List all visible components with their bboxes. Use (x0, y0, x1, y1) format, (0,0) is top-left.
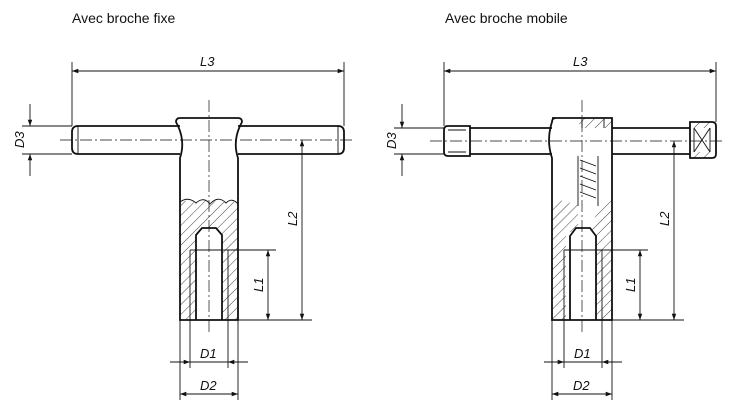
label-d2-fixed: D2 (200, 378, 217, 393)
dimension-l2-fixed: L2 (238, 140, 312, 321)
dimension-l2-mobile: L2 (612, 141, 684, 321)
label-l1-fixed: L1 (251, 278, 266, 292)
dimension-d2-fixed: D2 (179, 320, 239, 400)
caption-fixed-pin: Avec broche fixe (72, 10, 176, 26)
label-d2-mobile: D2 (573, 378, 590, 393)
dimension-l3-mobile: L3 (443, 54, 717, 126)
label-d3-mobile: D3 (384, 132, 399, 149)
label-l3-fixed: L3 (200, 54, 215, 69)
drawing-fixed-pin: L3 D3 L2 L1 D1 (12, 54, 355, 400)
dimension-d1-mobile: D1 (544, 320, 622, 368)
dimension-d2-mobile: D2 (551, 320, 613, 400)
caption-mobile-pin: Avec broche mobile (445, 10, 568, 26)
label-d1-fixed: D1 (200, 346, 217, 361)
dimension-l1-fixed: L1 (228, 249, 276, 320)
label-l2-fixed: L2 (285, 211, 300, 226)
crossbar-mobile (443, 121, 717, 159)
drawing-mobile-pin: L3 D3 L2 L1 D1 (384, 54, 725, 400)
label-l2-mobile: L2 (657, 211, 672, 226)
label-d3-fixed: D3 (12, 131, 27, 148)
dimension-l3-fixed: L3 (71, 54, 345, 126)
dimension-d3-mobile: D3 (384, 104, 444, 176)
dimension-d3-fixed: D3 (12, 104, 72, 176)
body-mobile (548, 117, 613, 321)
label-l3-mobile: L3 (573, 54, 588, 69)
label-l1-mobile: L1 (623, 278, 638, 292)
label-d1-mobile: D1 (574, 346, 591, 361)
dimension-l1-mobile: L1 (602, 249, 648, 320)
